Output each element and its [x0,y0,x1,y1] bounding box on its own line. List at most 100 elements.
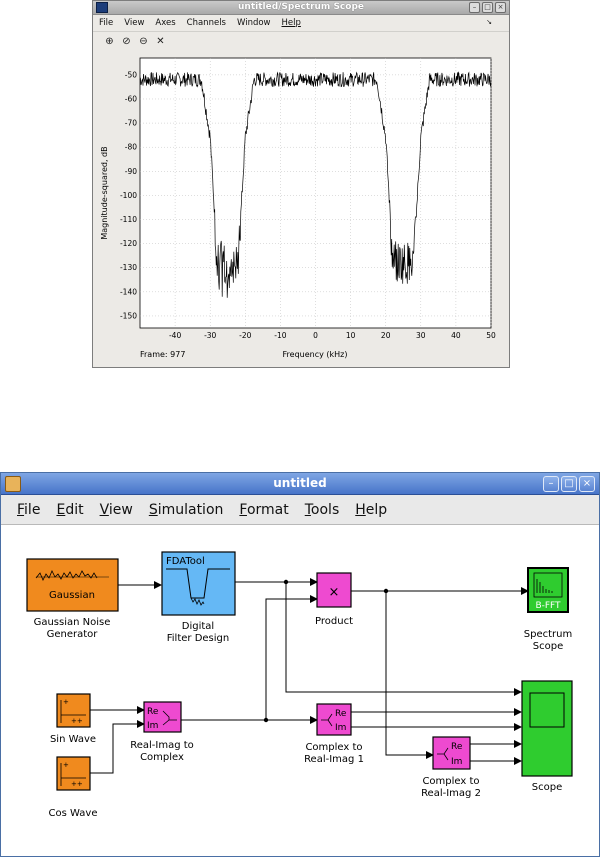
autoscale-icon[interactable]: ✕ [156,35,165,47]
y-tick-label: -100 [120,191,137,200]
ri2c-re-port: Re [147,707,159,717]
filter-label-1: Digital [182,621,214,632]
maximize-icon[interactable]: □ [482,2,493,13]
simulink-model-window: untitled – □ × File Edit View Simulation… [0,472,600,857]
y-tick-label: -60 [125,94,137,103]
filter-label-2: Filter Design [167,633,229,644]
scope-menu-help[interactable]: Help [281,18,301,28]
spectrum-scope-block[interactable]: B-FFT [527,567,569,613]
cos-wave-label: Cos Wave [49,808,98,819]
spectrum-label-2: Scope [533,641,563,652]
x-tick-label: -30 [204,331,216,340]
scope-window-title: untitled/Spectrum Scope [238,2,364,12]
c2ri2-im-port: Im [451,757,462,767]
y-tick-label: -70 [125,119,137,128]
y-tick-label: -130 [120,263,137,272]
x-tick-label: 20 [381,331,391,340]
zoom-in-icon[interactable]: ⊕ [105,35,114,47]
product-sign: × [329,585,340,600]
signal-lines [90,578,529,774]
y-tick-label: -110 [120,215,137,224]
x-tick-label: 40 [451,331,461,340]
sim-window-title: untitled [273,476,327,490]
model-canvas[interactable]: Gaussian Gaussian Noise Generator FDAToo… [1,526,599,856]
real-imag-to-complex-block[interactable]: Re Im [143,701,182,733]
minimize-icon[interactable]: – [543,476,559,492]
y-tick-label: -120 [120,239,137,248]
complex-to-real-imag-2-block[interactable]: Re Im [432,736,471,770]
sim-menu-format[interactable]: Format [239,501,289,518]
gaussian-block-text: Gaussian [49,590,95,601]
y-tick-label: -90 [125,167,137,176]
x-tick-label: 30 [416,331,426,340]
c2ri2-re-port: Re [451,742,463,752]
sim-menu-edit[interactable]: Edit [56,501,84,518]
menu-dock-arrow-icon[interactable]: ↘ [486,18,492,26]
sim-menu-help[interactable]: Help [355,501,388,518]
scope-block[interactable] [521,680,573,777]
c2ri2-label-1: Complex to [422,776,479,787]
c2ri1-re-port: Re [335,709,347,719]
spectrum-label-1: Spectrum [524,629,572,640]
spectrum-block-text: B-FFT [535,601,561,611]
y-tick-label: -80 [125,143,137,152]
scope-title-bar[interactable]: untitled/Spectrum Scope – □ × [93,1,509,15]
spectrum-series-line [139,71,492,298]
scope-label: Scope [532,782,562,793]
sim-menu-tools[interactable]: Tools [304,501,340,518]
matlab-icon [96,2,108,13]
x-tick-label: -40 [169,331,181,340]
scope-menu-channels[interactable]: Channels [186,18,226,28]
x-tick-label: -20 [239,331,251,340]
simulink-app-icon [5,476,21,492]
c2ri1-im-port: Im [335,723,346,733]
close-icon[interactable]: × [579,476,595,492]
ri2c-label-1: Real-Imag to [130,740,194,751]
zoom-y-icon[interactable]: ⊖ [139,35,148,47]
sim-menu-simulation[interactable]: Simulation [148,501,224,518]
sim-menu-file[interactable]: File [17,501,41,518]
scope-menu-bar: File View Axes Channels Window Help ↘ [93,15,509,31]
y-axis-label: Magnitude-squared, dB [100,146,109,239]
x-tick-label: 0 [313,331,318,340]
zoom-x-icon[interactable]: ⊘ [122,35,131,47]
y-tick-label: -50 [125,70,137,79]
sin-symbol-2: ++ [71,717,83,725]
c2ri2-label-2: Real-Imag 2 [421,788,481,799]
y-tick-label: -140 [120,287,137,296]
product-block[interactable]: × [316,572,352,608]
scope-toolbar: ⊕ ⊘ ⊖ ✕ [93,31,509,50]
cos-wave-block[interactable]: + ++ [56,756,91,791]
gaussian-label-1: Gaussian Noise [34,617,111,628]
cos-symbol: + [63,761,69,769]
digital-filter-block[interactable]: FDATool [161,551,236,616]
y-tick-label: -150 [120,311,137,320]
sim-menu-view[interactable]: View [99,501,133,518]
scope-menu-view[interactable]: View [124,18,145,28]
minimize-icon[interactable]: – [469,2,480,13]
complex-to-real-imag-1-block[interactable]: Re Im [316,703,352,736]
sim-title-bar[interactable]: untitled – □ × [1,473,599,495]
sin-symbol: + [63,698,69,706]
spectrum-scope-window: untitled/Spectrum Scope – □ × File View … [92,0,510,368]
x-tick-label: 50 [486,331,496,340]
scope-menu-axes[interactable]: Axes [155,18,176,28]
frame-counter: Frame: 977 [140,350,185,359]
x-axis-label: Frequency (kHz) [283,350,348,359]
fdatool-block-text: FDATool [166,556,205,567]
x-tick-label: -10 [274,331,286,340]
ri2c-label-2: Complex [140,752,184,763]
sin-wave-block[interactable]: + ++ [56,693,91,728]
scope-menu-window[interactable]: Window [236,18,271,28]
c2ri1-label-2: Real-Imag 1 [304,754,364,765]
product-label: Product [315,616,353,627]
sin-wave-label: Sin Wave [50,734,96,745]
close-icon[interactable]: × [495,2,506,13]
cos-symbol-2: ++ [71,780,83,788]
maximize-icon[interactable]: □ [561,476,577,492]
x-tick-label: 10 [346,331,356,340]
gaussian-label-2: Generator [47,629,99,640]
gaussian-noise-block[interactable]: Gaussian [26,558,119,612]
scope-menu-file[interactable]: File [99,18,114,28]
